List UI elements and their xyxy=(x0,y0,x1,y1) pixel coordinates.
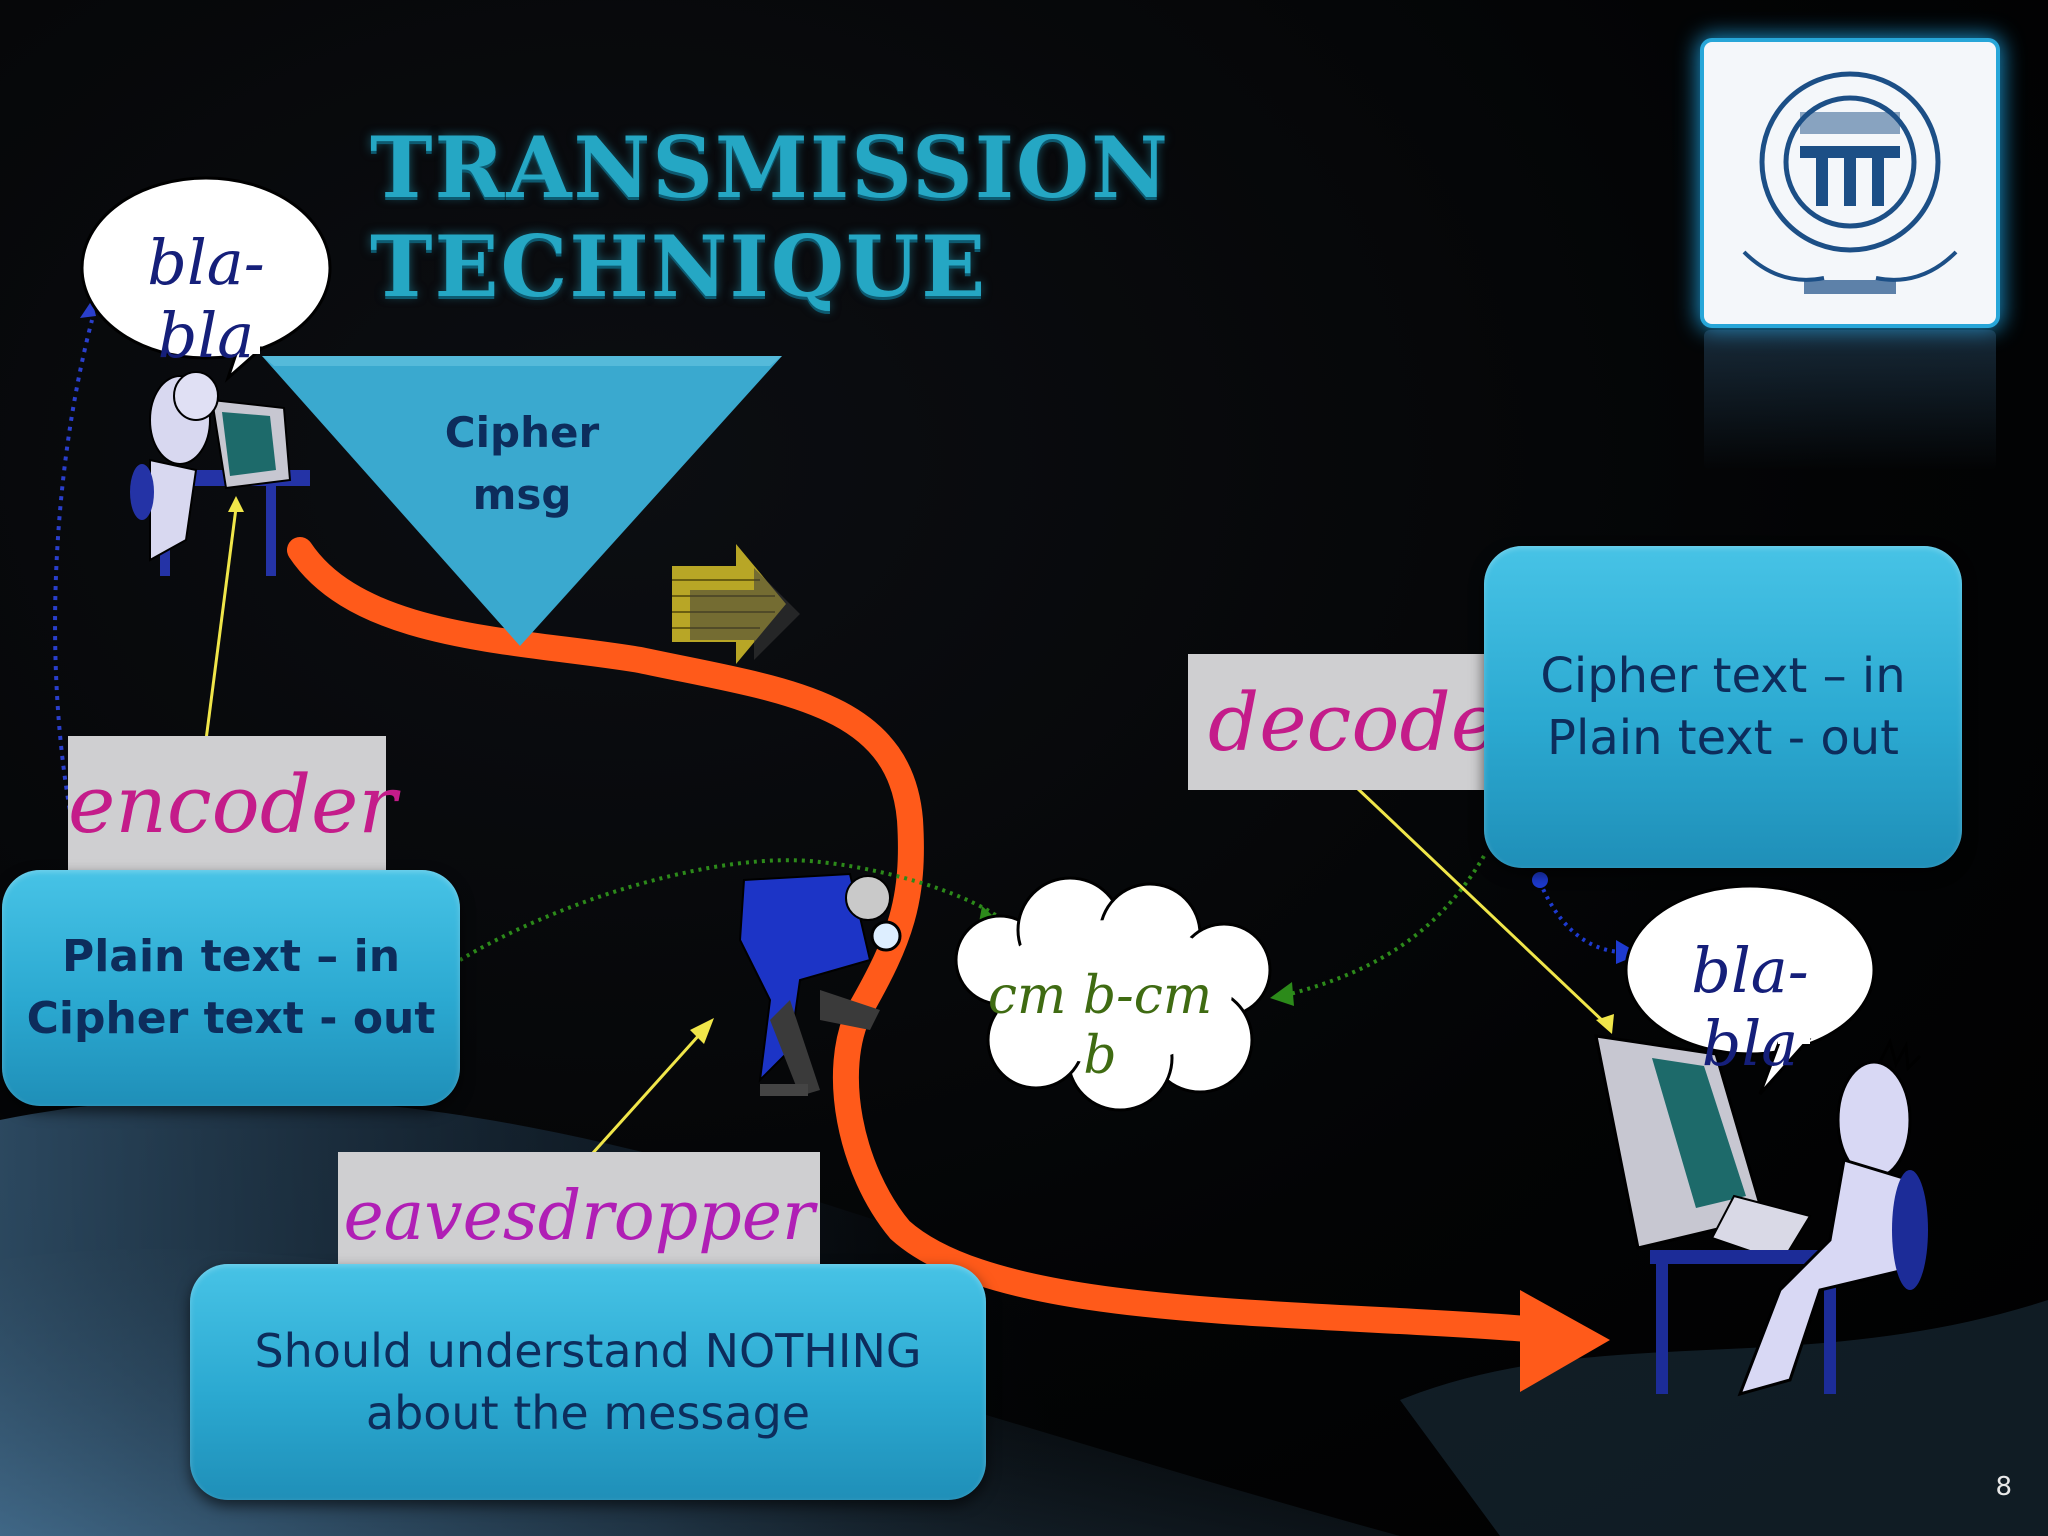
institute-logo xyxy=(1704,42,1996,324)
cipher-triangle-text: Cipher msg xyxy=(412,402,632,526)
receiver-dotted-arrow xyxy=(1538,881,1621,954)
page-number: 8 xyxy=(1995,1472,2012,1502)
encoder-label-text: encoder xyxy=(68,757,397,851)
eavesdropper-person-icon xyxy=(738,872,902,1096)
encoder-box-line2: Cipher text - out xyxy=(26,993,436,1044)
channel-arrowhead xyxy=(1520,1290,1610,1392)
encoder-label: encoder xyxy=(68,736,397,872)
decoder-dotted-arrow xyxy=(1289,854,1486,996)
cipher-cloud xyxy=(954,876,1272,1112)
block-arrow-icon xyxy=(672,544,800,664)
eaves-box-line1: Should understand NOTHING xyxy=(254,1324,922,1378)
eaves-dotted-arrow xyxy=(458,858,1002,962)
encoder-box-line1: Plain text – in xyxy=(61,931,401,982)
sender-speech-text: bla-bla xyxy=(147,226,265,372)
eavesdropper-label-text: eavesdropper xyxy=(343,1176,815,1256)
sender-dotted-arrow xyxy=(53,319,94,869)
encoder-description-box: Plain text – in Cipher text - out xyxy=(2,870,460,1106)
receiver-speech-bubble xyxy=(1624,884,1876,1095)
logo-reflection xyxy=(1704,330,1996,470)
slide-title: TRANSMISSION TECHNIQUE xyxy=(370,118,1170,316)
sender-speech-bubble xyxy=(80,176,332,383)
cipher-line2: msg xyxy=(472,470,572,519)
decoder-label: decoder xyxy=(1188,654,1536,790)
cloud-text: cm b-cm b xyxy=(987,966,1213,1086)
receiver-speech-text: bla-bla xyxy=(1691,934,1809,1080)
decoder-pointer xyxy=(1336,768,1608,1026)
cipher-triangle xyxy=(262,356,782,646)
decoder-description-box: Cipher text – in Plain text - out xyxy=(1484,546,1962,868)
decoder-label-text: decoder xyxy=(1208,675,1537,769)
eaves-box-line2: about the message xyxy=(365,1386,811,1440)
eavesdropper-label: eavesdropper xyxy=(338,1152,820,1280)
eaves-pointer xyxy=(572,1032,702,1176)
decoder-box-line1: Cipher text – in xyxy=(1540,648,1906,704)
cipher-line1: Cipher xyxy=(444,408,600,457)
encoder-pointer xyxy=(204,507,238,741)
decoder-box-line2: Plain text - out xyxy=(1547,710,1899,766)
eavesdropper-description-box: Should understand NOTHING about the mess… xyxy=(190,1264,986,1500)
receiver-person-icon xyxy=(1594,1034,1928,1397)
sender-person-icon xyxy=(130,371,310,576)
